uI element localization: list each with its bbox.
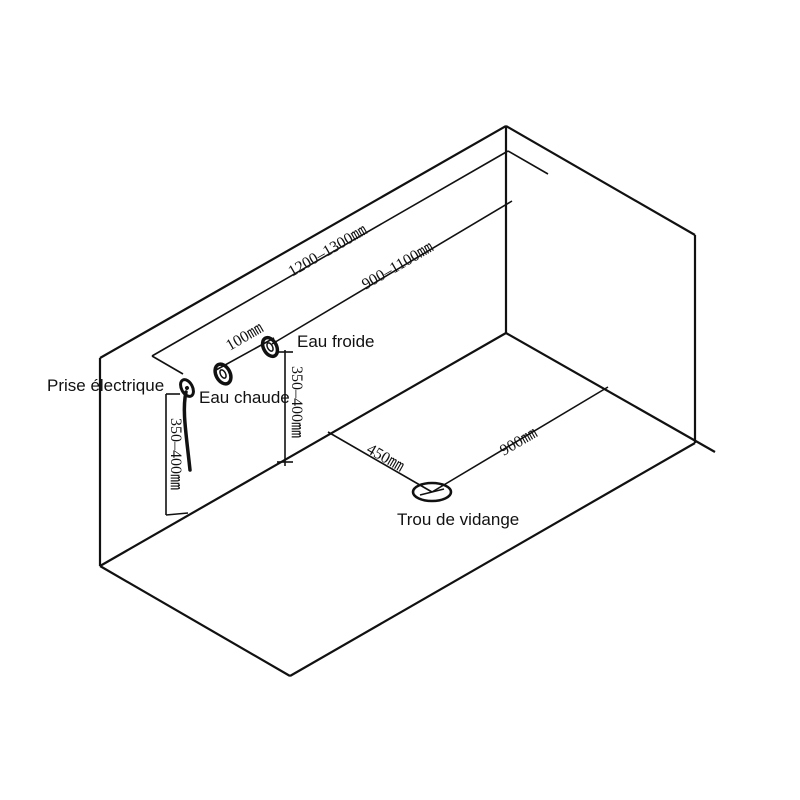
dim-text-drain-from-end: 900㎜: [497, 425, 540, 460]
dim-text-socket-height: 350–400㎜: [167, 418, 184, 490]
right-floor-edge: [505, 332, 716, 453]
dim-text-pipe-height: 350–400㎜: [288, 366, 305, 438]
dim-tick-total-start: [151, 355, 184, 375]
dim-text-drain-from-wall: 450㎜: [364, 441, 407, 476]
dim-tick-socket-bottom: [165, 512, 189, 516]
label-cold-water: Eau froide: [297, 332, 375, 351]
right-wall-top-edge: [505, 125, 696, 236]
socket-cable: [182, 390, 192, 472]
label-electric-socket: Prise électrique: [47, 376, 164, 395]
dim-line-total-length: [151, 150, 509, 357]
dim-tick-total-end: [507, 150, 549, 175]
label-hot-water: Eau chaude: [199, 388, 290, 407]
left-floor-edge: [99, 565, 291, 677]
back-wall-top-edge: [99, 125, 507, 359]
dim-text-pipe-span: 900–1100㎜: [359, 239, 436, 293]
back-floor-edge: [99, 332, 507, 567]
label-drain-hole: Trou de vidange: [397, 510, 519, 529]
dim-line-drain-from-wall: [327, 431, 433, 493]
dim-line-drain-from-end: [431, 386, 609, 493]
room-outline: [98, 125, 716, 677]
drain-hole-icon: [411, 481, 453, 503]
dim-line-pipe-span: [271, 200, 513, 345]
dim-text-pipe-spacing: 100㎜: [223, 320, 266, 355]
dim-text-total-length: 1200–1300㎜: [285, 222, 370, 281]
fixtures: [179, 335, 453, 503]
hot-water-outlet-icon: [213, 362, 233, 386]
cold-water-outlet-icon: [260, 335, 280, 359]
front-floor-edge: [289, 442, 696, 677]
electric-socket-icon: [179, 378, 195, 398]
